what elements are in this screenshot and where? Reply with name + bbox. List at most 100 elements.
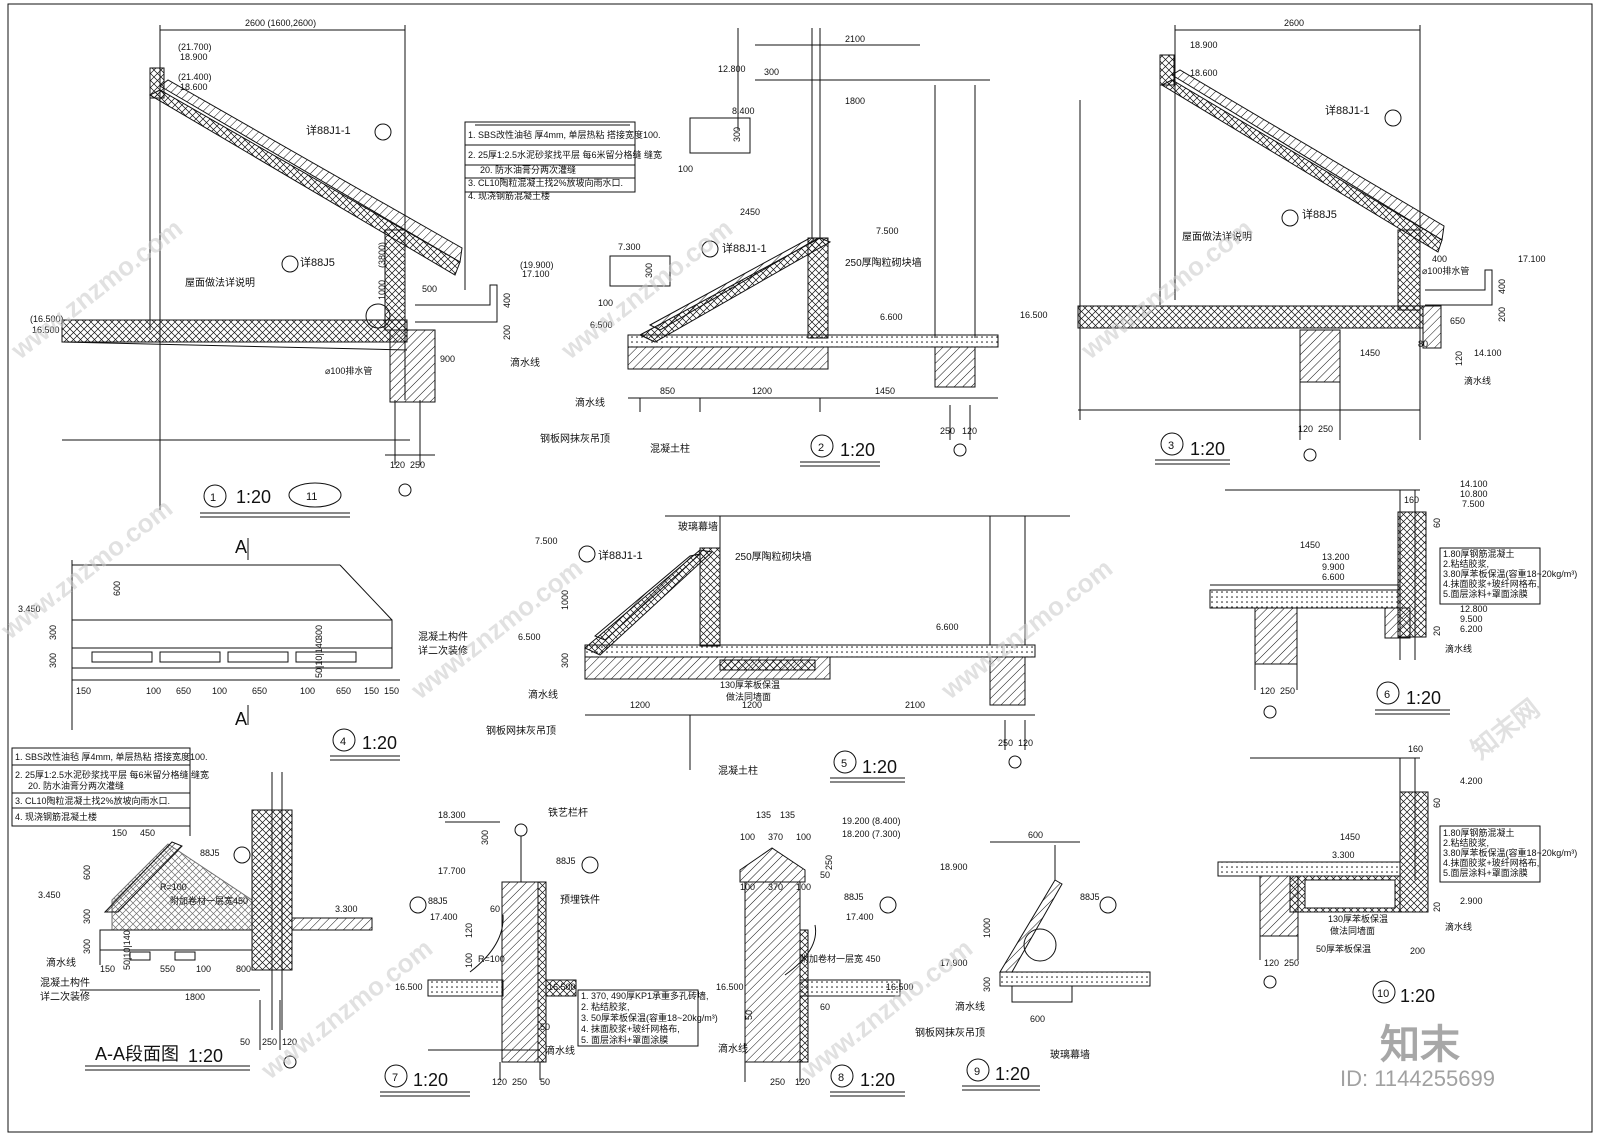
d9-dim: 1000 bbox=[982, 918, 992, 938]
d2-elev: 6.600 bbox=[880, 312, 903, 322]
aa-spec-4: 3. CL10陶粒混凝土找2%放坡向雨水口. bbox=[15, 795, 170, 806]
watermark: www.znzmo.com bbox=[0, 493, 178, 646]
d4-cut: A bbox=[235, 537, 247, 557]
d8-dim: 135 bbox=[780, 810, 795, 820]
d1-elev: 18.600 bbox=[180, 82, 208, 92]
detail-3-labels: 2600 18.900 18.600 详88J1-1 详88J5 屋面做法详说明… bbox=[1020, 18, 1546, 459]
d1-ref-sheet: 11 bbox=[306, 491, 317, 503]
d2-dim: 100 bbox=[598, 298, 613, 308]
detail-10-labels: 160 4.200 60 1450 3.300 20 2.900 滴水线 130… bbox=[1264, 744, 1577, 1006]
aa-dim: 150 bbox=[100, 964, 115, 974]
d10-dim: 200 bbox=[1410, 946, 1425, 956]
d4-dim: 650 bbox=[176, 686, 191, 696]
d4-dim: 150 bbox=[384, 686, 399, 696]
detail-aa bbox=[11, 747, 373, 1071]
d3-dim: 120 bbox=[1454, 351, 1464, 366]
d6-layer: 2.粘结胶浆, bbox=[1443, 558, 1489, 569]
d7-radius: R=100 bbox=[478, 954, 505, 964]
d7-layer: 4. 抹面胶浆+玻纤网格布, bbox=[581, 1023, 680, 1034]
d4-finish: 详二次装修 bbox=[418, 644, 468, 657]
d9-ref: 88J5 bbox=[1080, 892, 1100, 902]
d8-dim: 370 bbox=[768, 882, 783, 892]
d5-num: 5 bbox=[841, 758, 847, 770]
d2-elev: 6.500 bbox=[590, 320, 613, 330]
d5-dim: 1200 bbox=[742, 700, 762, 710]
d10-insul: 50厚苯板保温 bbox=[1316, 943, 1371, 954]
d6-elev: 6.600 bbox=[1322, 572, 1345, 582]
detail-4-labels: A A 3.450 600 300 300 300 50|10|140 混凝土构… bbox=[18, 537, 468, 753]
d8-ref: 88J5 bbox=[844, 892, 864, 902]
d5-dim: 1000 bbox=[560, 590, 570, 610]
d6-drip: 滴水线 bbox=[1445, 643, 1472, 654]
d7-layer: 2. 粘结胶浆, bbox=[581, 1001, 630, 1012]
d5-elev: 7.500 bbox=[535, 536, 558, 546]
d7-dim: 50 bbox=[540, 1077, 550, 1087]
brand-logo: 知末 bbox=[1380, 1023, 1460, 1067]
d2-dim: 850 bbox=[660, 386, 675, 396]
d1-dim: (3800) bbox=[377, 242, 387, 268]
d6-elev: 14.100 bbox=[1460, 479, 1488, 489]
d7-dim: 100 bbox=[464, 953, 474, 968]
d8-extra: 附加卷材一层宽 450 bbox=[800, 953, 881, 964]
d2-dim: 120 bbox=[962, 426, 977, 436]
d7-elev: 18.300 bbox=[438, 810, 466, 820]
d1-elev: 17.100 bbox=[522, 269, 550, 279]
detail-6-labels: 160 14.100 10.800 7.500 60 1450 13.200 9… bbox=[1260, 479, 1577, 708]
d7-layer: 3. 50厚苯板保温(容重18~20kg/m³) bbox=[581, 1012, 718, 1023]
d8-dim: 250 bbox=[824, 855, 834, 870]
detail-4 bbox=[71, 538, 400, 761]
d2-elev: 12.800 bbox=[718, 64, 746, 74]
d7-dim: 50 bbox=[540, 1022, 550, 1032]
aa-dim: 600 bbox=[82, 865, 92, 880]
d4-dim: 50|10|140 bbox=[314, 638, 324, 678]
aa-spec-2: 2. 25厚1:2.5水泥砂浆找平层 每6米留分格缝 缝宽 bbox=[15, 769, 209, 780]
d1-drip: 滴水线 bbox=[510, 356, 540, 369]
d3-dim: 1450 bbox=[1360, 348, 1380, 358]
d8-scale: 1:20 bbox=[860, 1070, 895, 1090]
d3-dim: 200 bbox=[1497, 307, 1507, 322]
d3-elev: 14.100 bbox=[1474, 348, 1502, 358]
d7-ref: 88J5 bbox=[556, 856, 576, 866]
d10-insul: 做法同墙面 bbox=[1330, 925, 1375, 936]
d10-layer: 2.粘结胶浆, bbox=[1443, 837, 1489, 848]
d3-dim: 400 bbox=[1497, 279, 1507, 294]
d1-dim: 200 bbox=[502, 325, 512, 340]
d10-layer: 1.80厚钢筋混凝土 bbox=[1443, 827, 1515, 838]
d6-dim: 160 bbox=[1404, 495, 1419, 505]
d4-dim: 300 bbox=[314, 625, 324, 640]
d1-spec-5: 4. 现浇钢筋混凝土楼 bbox=[468, 190, 550, 201]
aa-scale: 1:20 bbox=[188, 1046, 223, 1066]
d9-drip: 滴水线 bbox=[955, 1000, 985, 1013]
d5-elev: 6.600 bbox=[936, 622, 959, 632]
d9-elev: 18.900 bbox=[940, 862, 968, 872]
d1-ref-atlas: 详88J1-1 bbox=[306, 123, 351, 137]
d2-drip: 滴水线 bbox=[575, 396, 605, 409]
d1-pipe: ⌀100排水管 bbox=[325, 365, 372, 376]
d5-dim: 1200 bbox=[630, 700, 650, 710]
d8-drip: 滴水线 bbox=[718, 1042, 748, 1055]
d2-wall: 250厚陶粒砌块墙 bbox=[845, 256, 922, 269]
d7-dim: 300 bbox=[480, 830, 490, 845]
d8-dim: 100 bbox=[796, 832, 811, 842]
d3-pipe: ⌀100排水管 bbox=[1422, 265, 1469, 276]
d3-elev: 17.100 bbox=[1518, 254, 1546, 264]
d3-dim: 120 bbox=[1298, 424, 1313, 434]
d1-elev: (19.900) bbox=[520, 260, 554, 270]
aa-dim: 120 bbox=[282, 1037, 297, 1047]
detail-aa-labels: 1. SBS改性油毡 厚4mm, 单层热粘 搭接宽度100. 2. 25厚1:2… bbox=[15, 751, 358, 1066]
detail-8-labels: 135 135 100 370 100 19.200 (8.400) 18.20… bbox=[716, 810, 914, 1090]
watermark-cn: 知末网 bbox=[1465, 693, 1545, 765]
d10-num: 10 bbox=[1377, 988, 1389, 1000]
d1-elev: 18.900 bbox=[180, 52, 208, 62]
d10-layer: 5.面层涂料+罩面涂膜 bbox=[1443, 867, 1528, 878]
d8-elev: 18.200 (7.300) bbox=[842, 829, 901, 839]
d8-dim: 100 bbox=[740, 832, 755, 842]
d7-rail: 铁艺栏杆 bbox=[548, 806, 588, 819]
d2-dim: 1200 bbox=[752, 386, 772, 396]
d3-dim: 250 bbox=[1318, 424, 1333, 434]
d6-dim: 1450 bbox=[1300, 540, 1320, 550]
d1-dim: 900 bbox=[440, 354, 455, 364]
d2-dim: 100 bbox=[678, 164, 693, 174]
d5-scale: 1:20 bbox=[862, 757, 897, 777]
aa-spec-3: 20. 防水油膏分两次灌缝 bbox=[28, 780, 124, 791]
